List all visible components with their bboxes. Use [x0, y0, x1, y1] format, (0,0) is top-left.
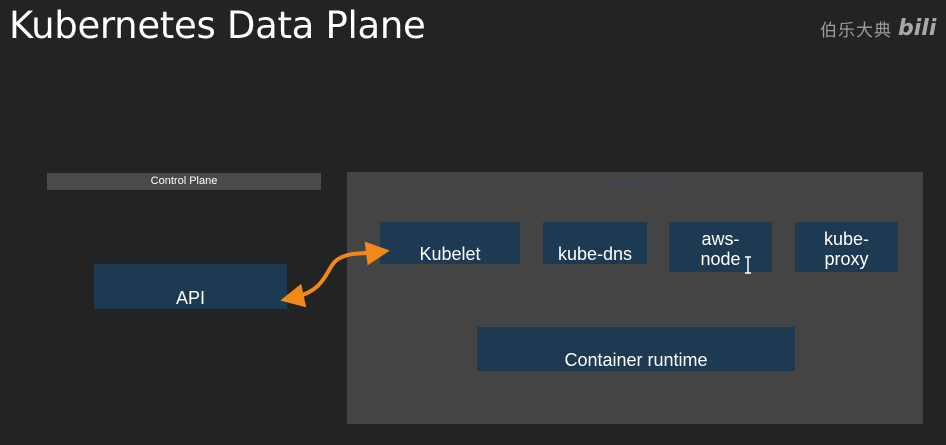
watermark: 伯乐大典 bili — [820, 16, 936, 41]
kube-dns-box: kube-dns — [543, 222, 647, 264]
api-box: API — [94, 264, 287, 309]
worker-node-container: Worker node — [347, 172, 923, 424]
bilibili-logo-icon: bili — [898, 16, 937, 41]
watermark-text: 伯乐大典 — [820, 21, 892, 41]
aws-node-box: aws- node — [669, 222, 772, 272]
control-plane-label: Control Plane — [47, 173, 321, 190]
worker-node-label: Worker node — [610, 178, 668, 189]
kubelet-box: Kubelet — [380, 222, 520, 264]
kube-proxy-box: kube- proxy — [795, 222, 898, 272]
container-runtime-box: Container runtime — [477, 327, 795, 371]
slide-title: Kubernetes Data Plane — [9, 4, 426, 47]
text-cursor-icon — [745, 256, 751, 274]
